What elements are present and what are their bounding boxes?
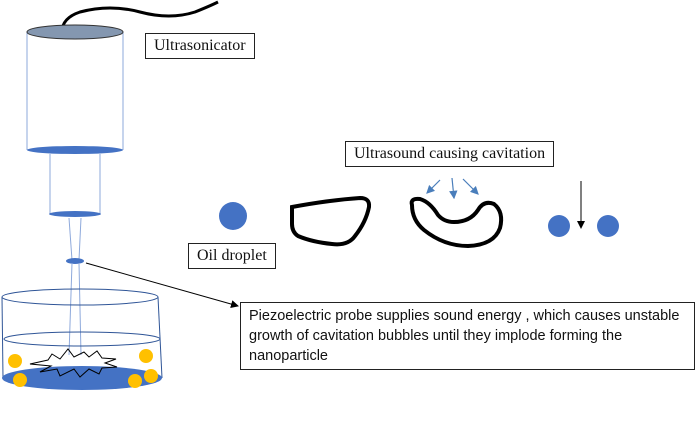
ultrasound-label: Ultrasound causing cavitation (345, 141, 555, 167)
nanoparticles (8, 349, 158, 388)
probe-tip (66, 217, 84, 264)
nanoparticle (139, 349, 153, 363)
ultrasound-arrows (426, 177, 479, 200)
description-box: Piezoelectric probe supplies sound energ… (240, 302, 695, 370)
oil-droplet-label: Oil droplet (188, 243, 276, 269)
cavitation-bubble-1 (290, 195, 372, 247)
split-droplet-left (548, 215, 570, 237)
cavitation-bubble-2 (409, 196, 504, 249)
nanoparticle (144, 369, 158, 383)
ultrasound-arrow (426, 179, 441, 194)
nanoparticle (128, 374, 142, 388)
oil-droplet (219, 202, 247, 230)
pointer-arrow (85, 262, 239, 308)
nanoparticle (8, 354, 22, 368)
ultrasonicator-body (26, 24, 124, 154)
split-droplet-right (597, 215, 619, 237)
nanoparticle (13, 373, 27, 387)
probe-horn (49, 154, 101, 217)
power-cable (60, 0, 219, 33)
cavitation-implosion (29, 348, 118, 378)
ultrasonicator-label: Ultrasonicator (145, 33, 255, 59)
ultrasound-arrow (449, 177, 458, 200)
probe-rod-right (78, 262, 82, 356)
probe-rod-left (68, 262, 73, 356)
ultrasound-arrow (462, 178, 479, 195)
